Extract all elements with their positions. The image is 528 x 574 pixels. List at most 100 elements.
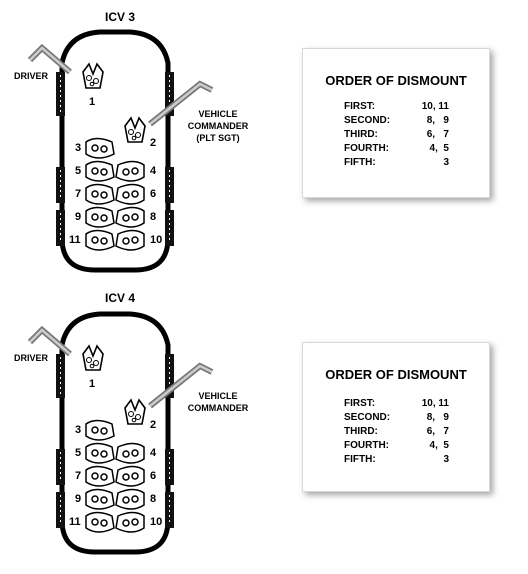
icv4-order-label-first: FIRST: [344,398,376,409]
icv3-order-row: FOURTH: 4, 5 [303,143,489,157]
icv4-seat-6 [115,465,145,487]
icv3-seat-num-2: 2 [150,137,156,149]
icv3-seat-8 [115,206,145,228]
icv3-right-seats [115,160,145,251]
icv3-seat-num-4: 4 [150,165,157,177]
icv4-order-label-fifth: FIFTH: [344,454,376,465]
icv4-driver-pointer-inner [29,328,71,355]
icv3-seat-9 [85,206,115,228]
icv4-seat-4 [115,442,145,464]
icv4-seat-7 [85,465,115,487]
icv3-side-hatches [56,72,174,246]
icv3-seat-num-8: 8 [150,211,156,223]
icv3-seat-3 [85,137,115,159]
icv4-seat-num-2: 2 [150,419,156,431]
icv4-order-label-fourth: FOURTH: [344,440,389,451]
icv3-order-label-first: FIRST: [344,101,376,112]
icv3-commander-label-line-3: (PLT SGT) [196,133,240,143]
icv4-seat-num-4: 4 [150,447,157,459]
icv4-driver-seat [82,344,104,371]
icv3-order-row: SECOND: 8, 9 [303,115,489,129]
icv3-seat-6 [115,183,145,205]
icv4-seat-num-3: 3 [75,424,81,436]
icv3-seat-7 [85,183,115,205]
icv4-order-label-third: THIRD: [344,426,378,437]
icv4-commander-label: VEHICLE COMMANDER [178,390,258,414]
icv3-title: ICV 3 [104,10,135,24]
icv4-seat-11 [85,511,115,533]
icv4-side-hatches [56,354,174,528]
icv3-order-value-second: 8, 9 [426,115,449,126]
icv3-order-of-dismount-box: ORDER OF DISMOUNT FIRST: 10, 11 SECOND: … [302,48,490,198]
icv4-seat-num-7: 7 [75,470,81,482]
icv3-seat-10 [115,229,145,251]
icv3-driver-label: DRIVER [14,71,49,81]
icv4-seat-num-6: 6 [150,470,156,482]
icv3-order-value-third: 6, 7 [426,129,449,140]
icv4-seat-3 [85,419,115,441]
icv4-order-value-fourth: 4, 5 [429,440,449,451]
icv3-order-label-second: SECOND: [344,115,391,126]
icv3-seat-num-11: 11 [69,234,81,246]
icv3-seat-num-10: 10 [150,234,162,246]
icv3-order-value-fifth: 3 [443,157,449,168]
icv3-seat-num-5: 5 [75,165,81,177]
icv4-order-value-fifth: 3 [443,454,449,465]
icv4-commander-pointer-inner [149,364,213,407]
icv4-seat-num-5: 5 [75,447,81,459]
icv4-seat-num-8: 8 [150,493,156,505]
icv4-seat-num-10: 10 [150,516,162,528]
icv4-order-value-second: 8, 9 [426,412,449,423]
icv4-order-value-third: 6, 7 [426,426,449,437]
icv4-order-value-first: 10, 11 [421,398,449,409]
icv3-order-label-fourth: FOURTH: [344,143,389,154]
icv4-driver-label: DRIVER [14,353,49,363]
icv3-commander-label-line-1: VEHICLE [198,109,238,119]
icv4-order-row: FIFTH: 3 [303,454,489,468]
icv3-vehicle-diagram: 1 2 3 5 7 9 11 4 6 8 10 [27,29,214,273]
icv4-left-seats [85,419,115,533]
icv4-seat-5 [85,442,115,464]
icv3-driver-pointer-inner [29,46,71,73]
icv3-seat-11 [85,229,115,251]
icv3-order-row: FIRST: 10, 11 [303,101,489,115]
icv3-order-value-fourth: 4, 5 [429,143,449,154]
icv3-driver-seat [82,62,104,89]
icv4-order-title: ORDER OF DISMOUNT [325,367,467,382]
icv4-seat-num-1: 1 [89,378,95,390]
icv4-order-of-dismount-box: ORDER OF DISMOUNT FIRST: 10, 11 SECOND: … [302,342,490,492]
icv3-order-label-fifth: FIFTH: [344,157,376,168]
icv4-order-row: FIRST: 10, 11 [303,398,489,412]
icv4-right-seats [115,442,145,533]
icv4-seat-9 [85,488,115,510]
icv3-seat-num-1: 1 [89,96,95,108]
icv4-order-row: FOURTH: 4, 5 [303,440,489,454]
icv4-commander-label-line-1: VEHICLE [198,391,238,401]
icv3-seat-num-3: 3 [75,142,81,154]
icv3-commander-pointer-inner [149,82,213,125]
icv3-seat-5 [85,160,115,182]
icv4-seat-num-9: 9 [75,493,81,505]
icv3-left-seats [85,137,115,251]
icv3-commander-label-line-2: COMMANDER [187,121,249,131]
icv3-seat-num-6: 6 [150,188,156,200]
icv3-order-title: ORDER OF DISMOUNT [325,73,467,88]
icv3-order-label-third: THIRD: [344,129,378,140]
icv4-order-row: SECOND: 8, 9 [303,412,489,426]
icv3-order-value-first: 10, 11 [421,101,449,112]
icv4-vehicle-diagram: 1 2 3 5 7 9 11 4 6 8 10 [27,311,214,555]
icv3-order-row: THIRD: 6, 7 [303,129,489,143]
icv4-commander-label-line-2: COMMANDER [187,403,249,413]
icv4-commander-seat [124,398,146,425]
icv3-order-row: FIFTH: 3 [303,157,489,171]
icv3-commander-label: VEHICLE COMMANDER (PLT SGT) [178,108,258,144]
icv3-commander-seat [124,116,146,143]
icv3-seat-num-9: 9 [75,211,81,223]
icv4-seat-8 [115,488,145,510]
icv4-seat-10 [115,511,145,533]
icv3-seat-4 [115,160,145,182]
icv4-seat-num-11: 11 [69,516,81,528]
icv4-title: ICV 4 [104,291,135,305]
icv4-order-row: THIRD: 6, 7 [303,426,489,440]
